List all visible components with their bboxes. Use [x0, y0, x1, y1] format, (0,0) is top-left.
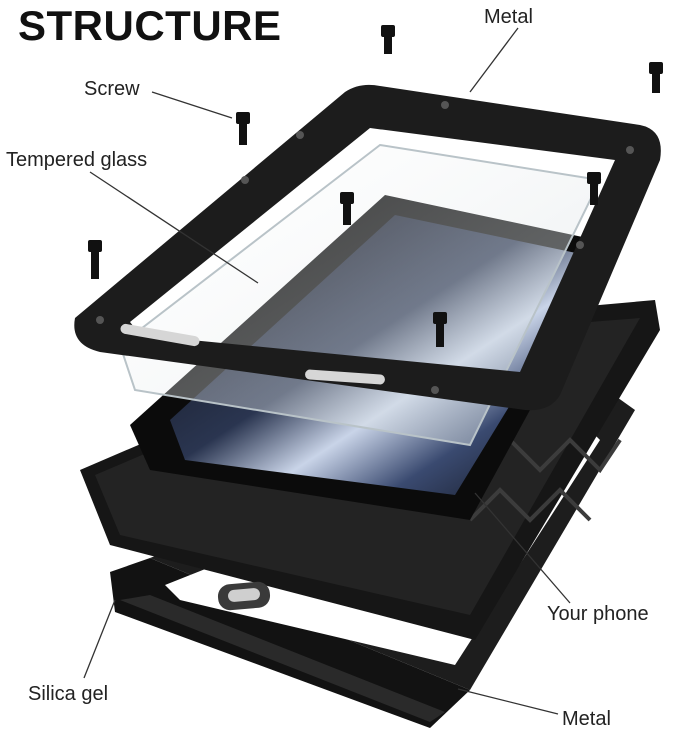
screw	[649, 62, 663, 93]
leader-tempered-glass	[89, 171, 259, 284]
leader-silica-gel	[83, 599, 116, 679]
screw	[236, 112, 250, 145]
leader-your-phone	[474, 492, 571, 604]
label-metal-top: Metal	[484, 6, 533, 28]
leader-metal-bottom	[457, 688, 559, 715]
screw	[587, 172, 601, 205]
screw	[340, 192, 354, 225]
label-tempered-glass: Tempered glass	[6, 149, 148, 171]
leader-lines	[83, 27, 571, 715]
label-your-phone: Your phone	[547, 603, 649, 625]
leader-screw	[151, 91, 233, 119]
screw	[88, 240, 102, 279]
leader-metal-top	[469, 27, 519, 93]
label-silica-gel: Silica gel	[28, 683, 109, 705]
label-screw: Screw	[84, 78, 140, 100]
screw	[433, 312, 447, 347]
screw	[381, 25, 395, 54]
top-metal-frame	[74, 84, 661, 411]
screws	[88, 25, 663, 347]
label-metal-bottom: Metal	[562, 708, 611, 730]
diagram-title: STRUCTURE	[18, 2, 282, 49]
